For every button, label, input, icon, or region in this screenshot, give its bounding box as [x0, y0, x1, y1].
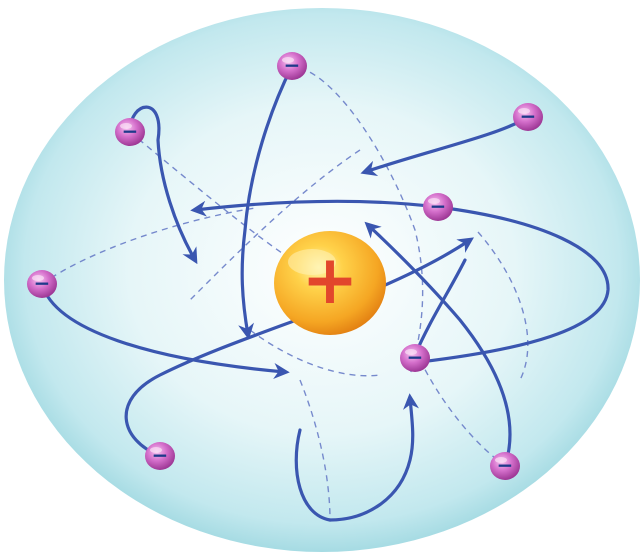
electron-icon: −: [145, 442, 175, 470]
electron-symbol: −: [430, 194, 447, 218]
electron-symbol: −: [152, 443, 169, 467]
nucleus: +: [274, 231, 386, 335]
electron-symbol: −: [407, 345, 424, 369]
electron-symbol: −: [520, 104, 537, 128]
electron-icon: −: [513, 103, 543, 131]
electron-symbol: −: [497, 453, 514, 477]
electron-icon: −: [400, 344, 430, 372]
electron-icon: −: [27, 270, 57, 298]
electron-symbol: −: [284, 53, 301, 77]
electron-icon: −: [490, 452, 520, 480]
nucleus-symbol: +: [302, 241, 359, 320]
electron-symbol: −: [122, 119, 139, 143]
electron-icon: −: [115, 118, 145, 146]
electron-icon: −: [277, 52, 307, 80]
electron-symbol: −: [34, 271, 51, 295]
electron-icon: −: [423, 193, 453, 221]
